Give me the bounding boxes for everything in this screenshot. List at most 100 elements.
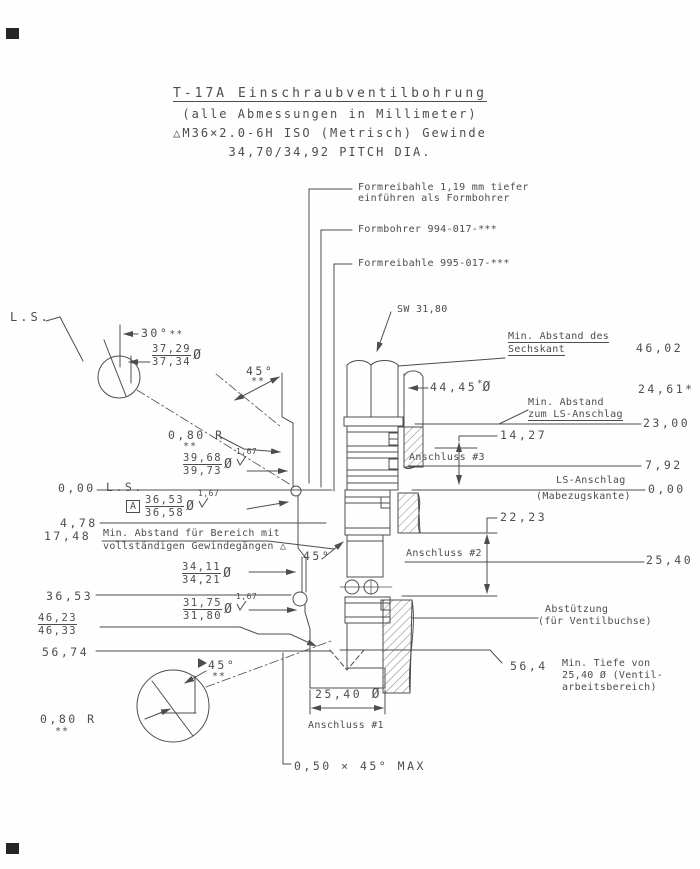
label-ls-datum: L.S. — [106, 480, 144, 494]
dim-31-80: 31,80 — [183, 610, 223, 623]
label-support-line1: Abstützung — [545, 604, 609, 615]
bottom-detail-linework — [136, 640, 386, 765]
dim-46-23: 46,23 — [38, 612, 78, 626]
dim-45-deg-bottom: 45° — [208, 658, 237, 672]
dim-25-40-bore: 25,40 Ø — [315, 687, 379, 703]
double-asterisk-mark: ** — [212, 671, 227, 682]
surface-finish-icon: 1,67 — [235, 446, 258, 466]
note-min-depth-line3: arbeitsbereich) — [562, 682, 657, 693]
dim-17-48: 17,48 — [44, 529, 92, 543]
diameter-symbol: Ø — [224, 602, 232, 618]
callout-form-reamer: Formreibahle 995-017-*** — [358, 258, 510, 269]
title-units-note: (alle Abmessungen in Millimeter) — [182, 107, 478, 121]
note-min-depth-line2: 25,40 Ø (Ventil- — [562, 670, 664, 681]
cavity-profile-linework — [281, 372, 386, 689]
dim-36-53-left: 36,53 — [46, 589, 94, 603]
datum-a-box: A — [126, 500, 141, 514]
dim-44-45-dia: 44,45*Ø — [430, 379, 491, 396]
note-hex-clearance-text1: Min. Abstand des — [508, 331, 610, 343]
drawing-title: T-17A Einschraubventilbohrung — [0, 86, 660, 102]
callout-reamer-note-line2: einführen als Formbohrer — [358, 193, 510, 204]
dim-45-deg-top: 45° — [246, 364, 275, 378]
dim-chamfer-max: 0,50 × 45° MAX — [294, 759, 426, 773]
right-dimension-lines — [339, 357, 646, 664]
label-support-line2: (für Ventilbuchse) — [538, 616, 652, 627]
dim-39-73: 39,73 — [183, 465, 223, 478]
title-pitch-dia: 34,70/34,92 PITCH DIA. — [228, 145, 432, 159]
label-datum-edge: (Mabezugskante) — [536, 491, 631, 502]
surface-finish-icon: 1,67 — [197, 488, 220, 508]
callout-reamer-note-line1: Formreibahle 1,19 mm tiefer — [358, 182, 529, 193]
dim-25-40-value: 25,40 — [315, 687, 363, 701]
surface-finish-value: 1,67 — [235, 591, 258, 601]
dim-36-58: 36,58 — [145, 507, 185, 520]
diameter-symbol: Ø — [186, 499, 194, 515]
dim-25-40-right: 25,40 — [646, 553, 694, 567]
valve-cartridge-linework — [339, 360, 404, 669]
double-asterisk-mark: ** — [251, 376, 266, 387]
dim-23-00: 23,00 — [643, 416, 691, 430]
callout-hex-size: SW 31,80 — [397, 304, 448, 315]
dim-30-value: 30° — [141, 326, 170, 340]
dim-0-00-right: 0,00 — [648, 482, 686, 496]
dim-45-deg-mid: 45° — [303, 549, 332, 563]
callout-leader-lines — [308, 188, 392, 492]
left-dimension-lines — [45, 316, 344, 652]
dim-30-deg: 30°** — [141, 326, 183, 342]
diameter-symbol: Ø — [371, 687, 380, 702]
note-hex-clearance-line2: Sechskant — [508, 344, 565, 357]
title-thread-spec: △M36×2.0-6H ISO (Metrisch) Gewinde — [173, 126, 487, 140]
note-ls-clearance-text2: zum LS-Anschlag — [528, 409, 623, 421]
dim-37-29: 37,29 — [152, 343, 192, 357]
note-thread-line2: vollständigen Gewindegängen △ — [103, 541, 286, 554]
dim-14-27: 14,27 — [500, 428, 548, 442]
dim-0-80-r-top: 0,80 R — [168, 428, 225, 442]
callout-form-drill: Formbohrer 994-017-*** — [358, 224, 498, 235]
dim-31-75: 31,75 — [183, 597, 223, 611]
dim-46-02: 46,02 — [636, 341, 684, 355]
diameter-symbol: Ø — [482, 380, 491, 395]
surface-finish-value: 1,67 — [197, 488, 220, 498]
note-hex-clearance-text2: Sechskant — [508, 344, 565, 356]
double-asterisk-mark: ** — [55, 726, 70, 737]
label-ls-top: L.S. — [10, 310, 51, 324]
note-min-depth-line1: Min. Tiefe von — [562, 658, 651, 669]
dim-37-34: 37,34 — [152, 356, 192, 369]
label-port-2: Anschluss #2 — [406, 548, 482, 559]
dim-24-61: 24,61* — [638, 382, 695, 396]
dim-34-21: 34,21 — [182, 574, 222, 587]
double-asterisk-mark: ** — [169, 329, 184, 340]
title-line1: T-17A Einschraubventilbohrung — [173, 86, 487, 102]
note-ls-clearance-line2: zum LS-Anschlag — [528, 409, 623, 422]
dim-34-11: 34,11 — [182, 561, 222, 575]
dim-56-74: 56,74 — [42, 645, 90, 659]
note-thread-line1: Min. Abstand für Bereich mit — [103, 528, 280, 539]
dim-4-78: 4,78 — [60, 516, 98, 530]
dim-44-45-value: 44,45 — [430, 380, 478, 394]
double-asterisk-mark: ** — [183, 441, 198, 452]
note-hex-clearance-line1: Min. Abstand des — [508, 331, 610, 344]
dim-0-80-r-bottom: 0,80 R — [40, 712, 97, 726]
dim-46-33: 46,33 — [38, 625, 78, 638]
surface-finish-icon: 1,67 — [235, 591, 258, 611]
dim-22-23: 22,23 — [500, 510, 548, 524]
asterisk-mark: * — [477, 379, 483, 389]
note-thread-text2: vollständigen Gewindegängen — [103, 541, 274, 552]
housing-block-linework — [382, 370, 424, 694]
label-port-1: Anschluss #1 — [308, 720, 384, 731]
dim-7-92: 7,92 — [645, 458, 683, 472]
triangle-mark: △ — [279, 541, 287, 552]
dim-39-68: 39,68 — [183, 452, 223, 466]
diameter-symbol: Ø — [223, 566, 231, 582]
surface-finish-value: 1,67 — [235, 446, 258, 456]
note-ls-clearance-line1: Min. Abstand — [528, 397, 604, 408]
dim-0-00-left: 0,00 — [58, 481, 96, 495]
diameter-symbol: Ø — [193, 348, 201, 364]
dim-56-4: 56,4 — [510, 659, 548, 673]
dim-36-53: 36,53 — [145, 494, 185, 508]
